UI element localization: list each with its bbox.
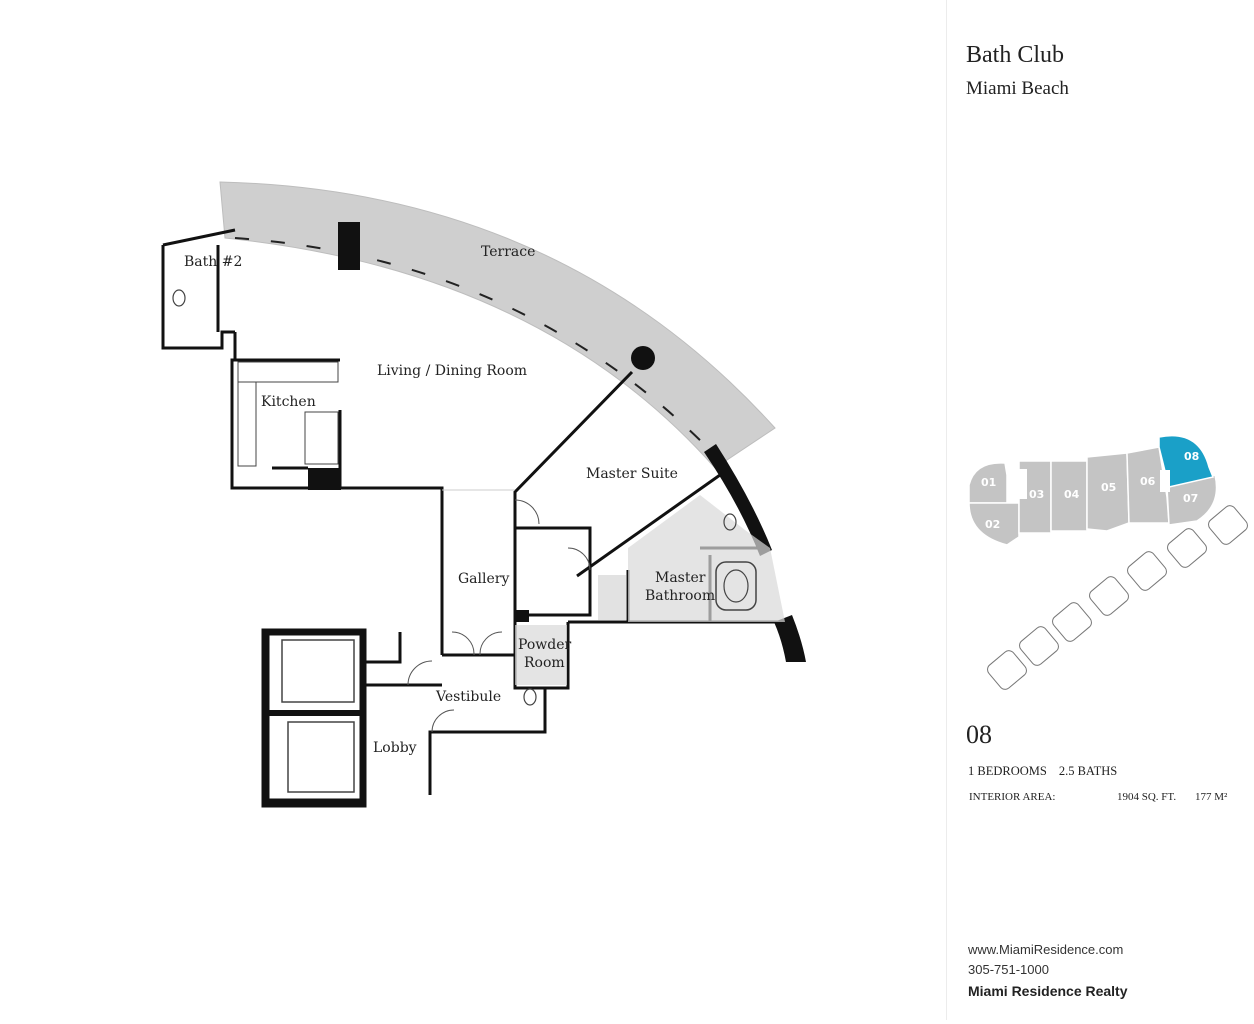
bathtub-basin [723,569,749,603]
elevator-cab [281,639,355,703]
unit-specs: 1 BEDROOMS 2.5 BATHS [968,764,1117,779]
doors [407,499,591,733]
powder-room-floor [515,625,567,685]
keyplan-core [1013,469,1027,499]
keyplan-label-05: 05 [1101,481,1116,494]
toilet [172,289,186,307]
terrace-area [219,181,776,469]
panel-divider [946,0,947,1020]
keyplan-label-08: 08 [1184,450,1199,463]
keyplan-label-04: 04 [1064,488,1080,501]
interior-area-sqft: 1904 SQ. FT. [1117,791,1177,803]
exterior-wall [704,444,772,556]
column-round [631,346,655,370]
floor-plan-drawing: Terrace Bath #2 Living / Dining Room Kit… [161,181,806,808]
interior-area-label: INTERIOR AREA: [969,791,1056,803]
elevator-cab [287,721,355,793]
room-label-powder-1: Powder [518,637,572,653]
kitchen-island [304,411,339,465]
exterior-wall [774,615,806,662]
keyplan-unit-05 [1086,452,1130,532]
column [338,222,360,270]
keyplan-unit-08 [1158,434,1215,488]
bedrooms-count: 1 BEDROOMS [968,764,1047,778]
room-label-living: Living / Dining Room [377,363,527,379]
room-label-master-suite: Master Suite [586,466,678,482]
keyplan-label-07: 07 [1183,492,1198,505]
keyplan-label-03: 03 [1029,488,1044,501]
keyplan-label-01: 01 [981,476,996,489]
closet-floor [598,575,626,620]
info-panel: Bath Club Miami Beach 01 02 03 04 05 06 … [947,0,1254,1020]
toilet [523,688,537,706]
column [308,468,341,490]
elevator-divider [265,710,363,716]
keyplan-unit-04 [1050,460,1088,532]
master-bath-floor [628,495,785,622]
room-label-master-bath-2: Bathroom [645,588,715,604]
room-label-master-bath-1: Master [655,570,706,586]
bathtub [715,561,757,611]
keyplan-label-02: 02 [985,518,1000,531]
room-label-powder-2: Room [524,655,565,671]
toilet [723,513,737,531]
column [515,610,529,622]
room-label-gallery: Gallery [458,571,509,587]
elevator-shaft [261,628,367,808]
room-label-vestibule: Vestibule [435,689,501,705]
key-plan: 01 02 03 04 05 06 07 08 [968,434,1248,690]
unit-number: 08 [966,720,992,749]
room-label-bath2: Bath #2 [184,254,242,270]
kitchen-counter [237,381,257,467]
floor-plan: Terrace Bath #2 Living / Dining Room Kit… [161,181,806,808]
room-label-terrace: Terrace [481,244,535,260]
keyplan-core [1160,470,1170,492]
company-name: Miami Residence Realty [968,983,1128,999]
building-name: Bath Club [966,42,1065,68]
phone-number[interactable]: 305-751-1000 [968,962,1049,977]
room-label-lobby: Lobby [373,740,417,756]
keyplan-unit-02 [968,502,1020,546]
keyplan-unit-07 [1166,474,1218,526]
website-link[interactable]: www.MiamiResidence.com [968,942,1124,957]
baths-count: 2.5 BATHS [1058,764,1118,778]
window-line [234,237,713,453]
kitchen-counter [237,361,339,383]
room-label-kitchen: Kitchen [261,394,316,410]
building-location: Miami Beach [966,78,1069,99]
keyplan-label-06: 06 [1140,475,1156,488]
interior-area-m2: 177 M² [1195,791,1228,803]
keyplan-cabanas [987,505,1248,690]
